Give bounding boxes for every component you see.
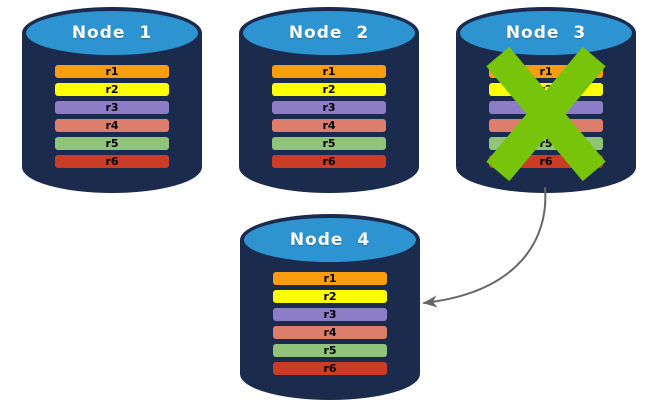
arrow-curve [422,187,547,308]
replica-row: r4 [55,119,169,132]
replica-row: r1 [55,65,169,78]
replica-row: r6 [489,155,603,168]
replica-rows: r1 r2 r3 r4 r5 r6 [55,65,169,173]
cylinder-top: Node 1 [22,7,202,59]
replica-rows: r1 r2 r3 r4 r5 r6 [272,65,386,173]
replica-row: r6 [273,362,387,375]
node-4: Node 4 r1 r2 r3 r4 r5 r6 [240,214,420,400]
replica-row: r1 [489,65,603,78]
replica-row: r3 [489,101,603,114]
node-3: Node 3 r1 r2 r3 r4 r5 r6 [456,7,636,193]
node-2: Node 2 r1 r2 r3 r4 r5 r6 [239,7,419,193]
node-title: Node 3 [505,23,587,43]
replica-row: r5 [273,344,387,357]
cylinder-top: Node 2 [239,7,419,59]
node-title: Node 4 [289,230,371,250]
replica-row: r2 [272,83,386,96]
replica-rows: r1 r2 r3 r4 r5 r6 [489,65,603,173]
replica-row: r1 [272,65,386,78]
replica-row: r2 [489,83,603,96]
replica-row: r3 [55,101,169,114]
replica-row: r4 [273,326,387,339]
replica-row: r4 [272,119,386,132]
replica-row: r2 [273,290,387,303]
replica-row: r1 [273,272,387,285]
cylinder-top: Node 4 [240,214,420,266]
replica-row: r5 [489,137,603,150]
replica-row: r6 [272,155,386,168]
node-1: Node 1 r1 r2 r3 r4 r5 r6 [22,7,202,193]
replica-row: r6 [55,155,169,168]
replica-row: r5 [55,137,169,150]
replication-arrow-icon [422,187,547,308]
cylinder-top: Node 3 [456,7,636,59]
node-title: Node 2 [288,23,370,43]
replica-row: r3 [273,308,387,321]
replica-rows: r1 r2 r3 r4 r5 r6 [273,272,387,380]
replica-row: r4 [489,119,603,132]
replica-row: r3 [272,101,386,114]
replica-row: r5 [272,137,386,150]
replica-row: r2 [55,83,169,96]
node-title: Node 1 [71,23,153,43]
